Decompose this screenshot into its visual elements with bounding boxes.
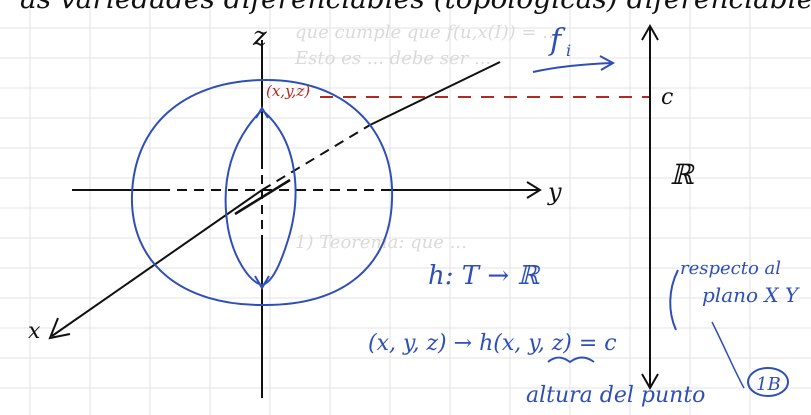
x-axis-solid [52, 190, 262, 336]
bg-text-line-1: que cumple que f(u,x(I)) = ... [295, 22, 559, 43]
badge-label: 1B [756, 374, 781, 395]
oblique-axis-dashed [262, 125, 370, 190]
bg-text-line-4: 1) Teorema: que ... [295, 232, 467, 253]
z-label: z [252, 22, 267, 52]
real-line [642, 26, 658, 388]
R-label: ℝ [670, 158, 695, 191]
header-handwriting: as variedades diferenciables (topológica… [20, 0, 811, 15]
x-label: x [28, 319, 41, 344]
map-f-subscript: i [566, 41, 571, 60]
respecto-bracket [670, 270, 678, 330]
bg-text-line-2: Esto es ... debe ser ... [294, 48, 491, 69]
respecto-line-2: plano X Y [702, 283, 800, 307]
respecto-line-1: respecto al [680, 258, 781, 279]
h-map-label: h: T → ℝ [428, 261, 540, 291]
altura-label: altura del punto [526, 383, 705, 408]
y-label: y [547, 178, 562, 206]
respecto-pointer [712, 322, 744, 388]
point-label: (x,y,z) [266, 82, 310, 100]
formula-text: (x, y, z) → h(x, y, z) = c [368, 331, 617, 356]
c-label: c [661, 85, 673, 110]
